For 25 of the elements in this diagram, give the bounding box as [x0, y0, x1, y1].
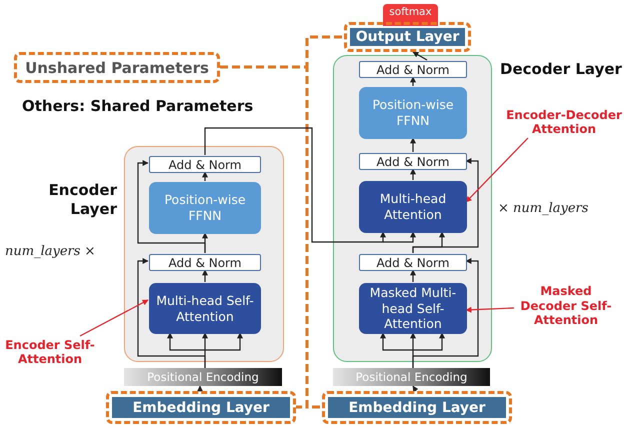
add-norm-block: Add & Norm — [149, 156, 261, 173]
softmax-tab: softmax — [383, 4, 438, 26]
repeat-count-note: num_layers × — [5, 244, 96, 259]
add-norm-block: Add & Norm — [149, 254, 261, 271]
attention-block: Multi-head Attention — [359, 181, 467, 233]
add-norm-block: Add & Norm — [359, 254, 467, 271]
ffnn-block: Position-wise FFNN — [359, 87, 467, 139]
repeat-count-note: × num_layers — [498, 201, 588, 216]
embedding-layer-block: Embedding Layer — [106, 391, 296, 424]
callout-label: Encoder-Decoder Attention — [506, 106, 622, 138]
callout-label: Encoder Self-Attention — [2, 336, 98, 368]
output-layer-block: Output Layer — [344, 22, 471, 52]
add-norm-block: Add & Norm — [359, 153, 467, 170]
attention-block: Masked Multi-head Self-Attention — [359, 283, 467, 334]
layer-heading: Decoder Layer — [500, 60, 623, 79]
callout-label: Masked Decoder Self-Attention — [514, 282, 618, 330]
ffnn-block: Position-wise FFNN — [149, 182, 261, 234]
positional-encoding-bar: Positional Encoding — [124, 368, 282, 386]
attention-block: Multi-head Self-Attention — [149, 283, 261, 334]
embedding-layer-block: Embedding Layer — [322, 391, 512, 424]
note-text: Others: Shared Parameters — [22, 97, 254, 115]
parameter-tag: Unshared Parameters — [14, 52, 220, 83]
add-norm-block: Add & Norm — [359, 61, 467, 78]
layer-heading: Encoder Layer — [48, 181, 117, 218]
positional-encoding-bar: Positional Encoding — [333, 368, 490, 386]
